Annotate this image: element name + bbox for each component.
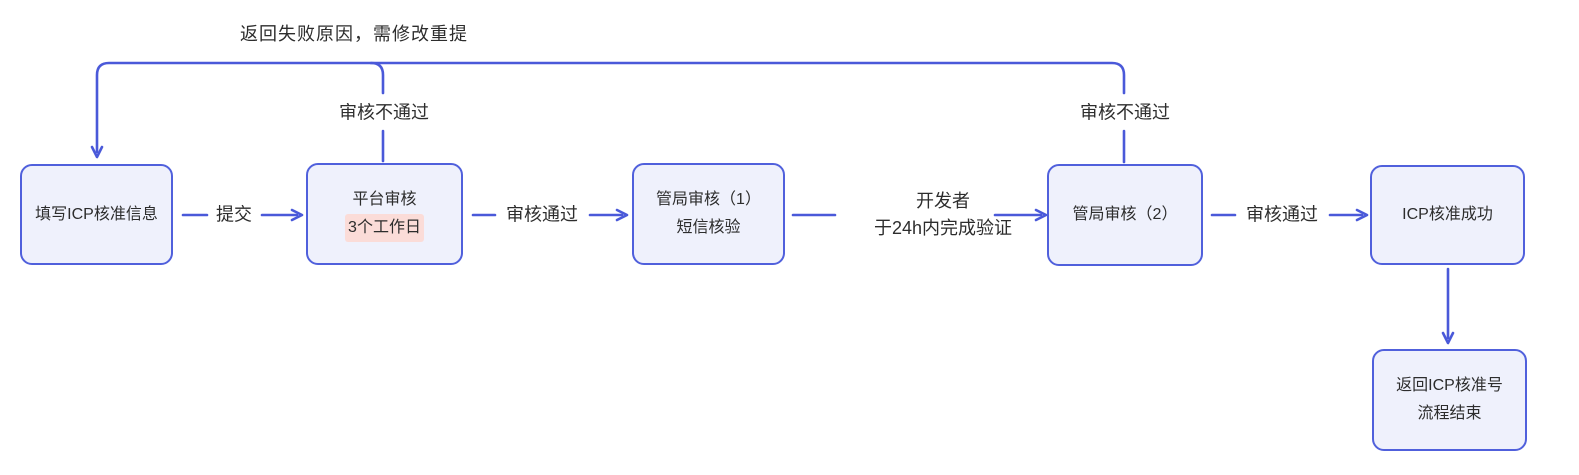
edge-fail-loop xyxy=(90,61,1126,159)
node-return-result-label: 返回ICP核准号 xyxy=(1396,377,1503,394)
node-fill-info-label: 填写ICP核准信息 xyxy=(35,205,158,223)
node-return-result: 返回ICP核准号 流程结束 xyxy=(1372,349,1527,451)
node-fill-info: 填写ICP核准信息 xyxy=(20,164,173,265)
node-icp-success: ICP核准成功 xyxy=(1370,165,1525,265)
edge-label-bureau-fail: 审核不通过 xyxy=(1080,102,1170,123)
node-bureau-review-1: 管局审核（1） 短信核验 xyxy=(632,163,785,265)
fail-loop-label: 返回失败原因，需修改重提 xyxy=(240,24,468,44)
edge-label-platform-pass: 审核通过 xyxy=(506,204,578,225)
node-platform-review-duration: 3个工作日 xyxy=(345,214,424,242)
node-bureau-review-2-label: 管局审核（2） xyxy=(1072,206,1178,223)
edge-label-developer-line2: 于24h内完成验证 xyxy=(873,218,1013,238)
node-bureau-review-1-label: 管局审核（1） xyxy=(656,191,761,208)
node-icp-success-label: ICP核准成功 xyxy=(1402,206,1493,223)
edge-label-developer: 开发者 于24h内完成验证 xyxy=(874,188,1012,242)
node-platform-review-label: 平台审核 xyxy=(352,191,417,208)
node-bureau-review-2: 管局审核（2） xyxy=(1047,164,1203,266)
node-bureau-review-1-sub: 短信核验 xyxy=(676,219,741,236)
edge-label-bureau-pass: 审核通过 xyxy=(1246,204,1318,225)
node-return-result-sub: 流程结束 xyxy=(1417,405,1482,422)
edge-fail-branch-platform xyxy=(369,61,385,95)
edge-label-submit: 提交 xyxy=(216,204,252,225)
edge-label-platform-fail: 审核不通过 xyxy=(339,102,429,123)
edge-label-developer-line1: 开发者 xyxy=(915,191,970,211)
node-platform-review: 平台审核 3个工作日 xyxy=(306,163,463,265)
